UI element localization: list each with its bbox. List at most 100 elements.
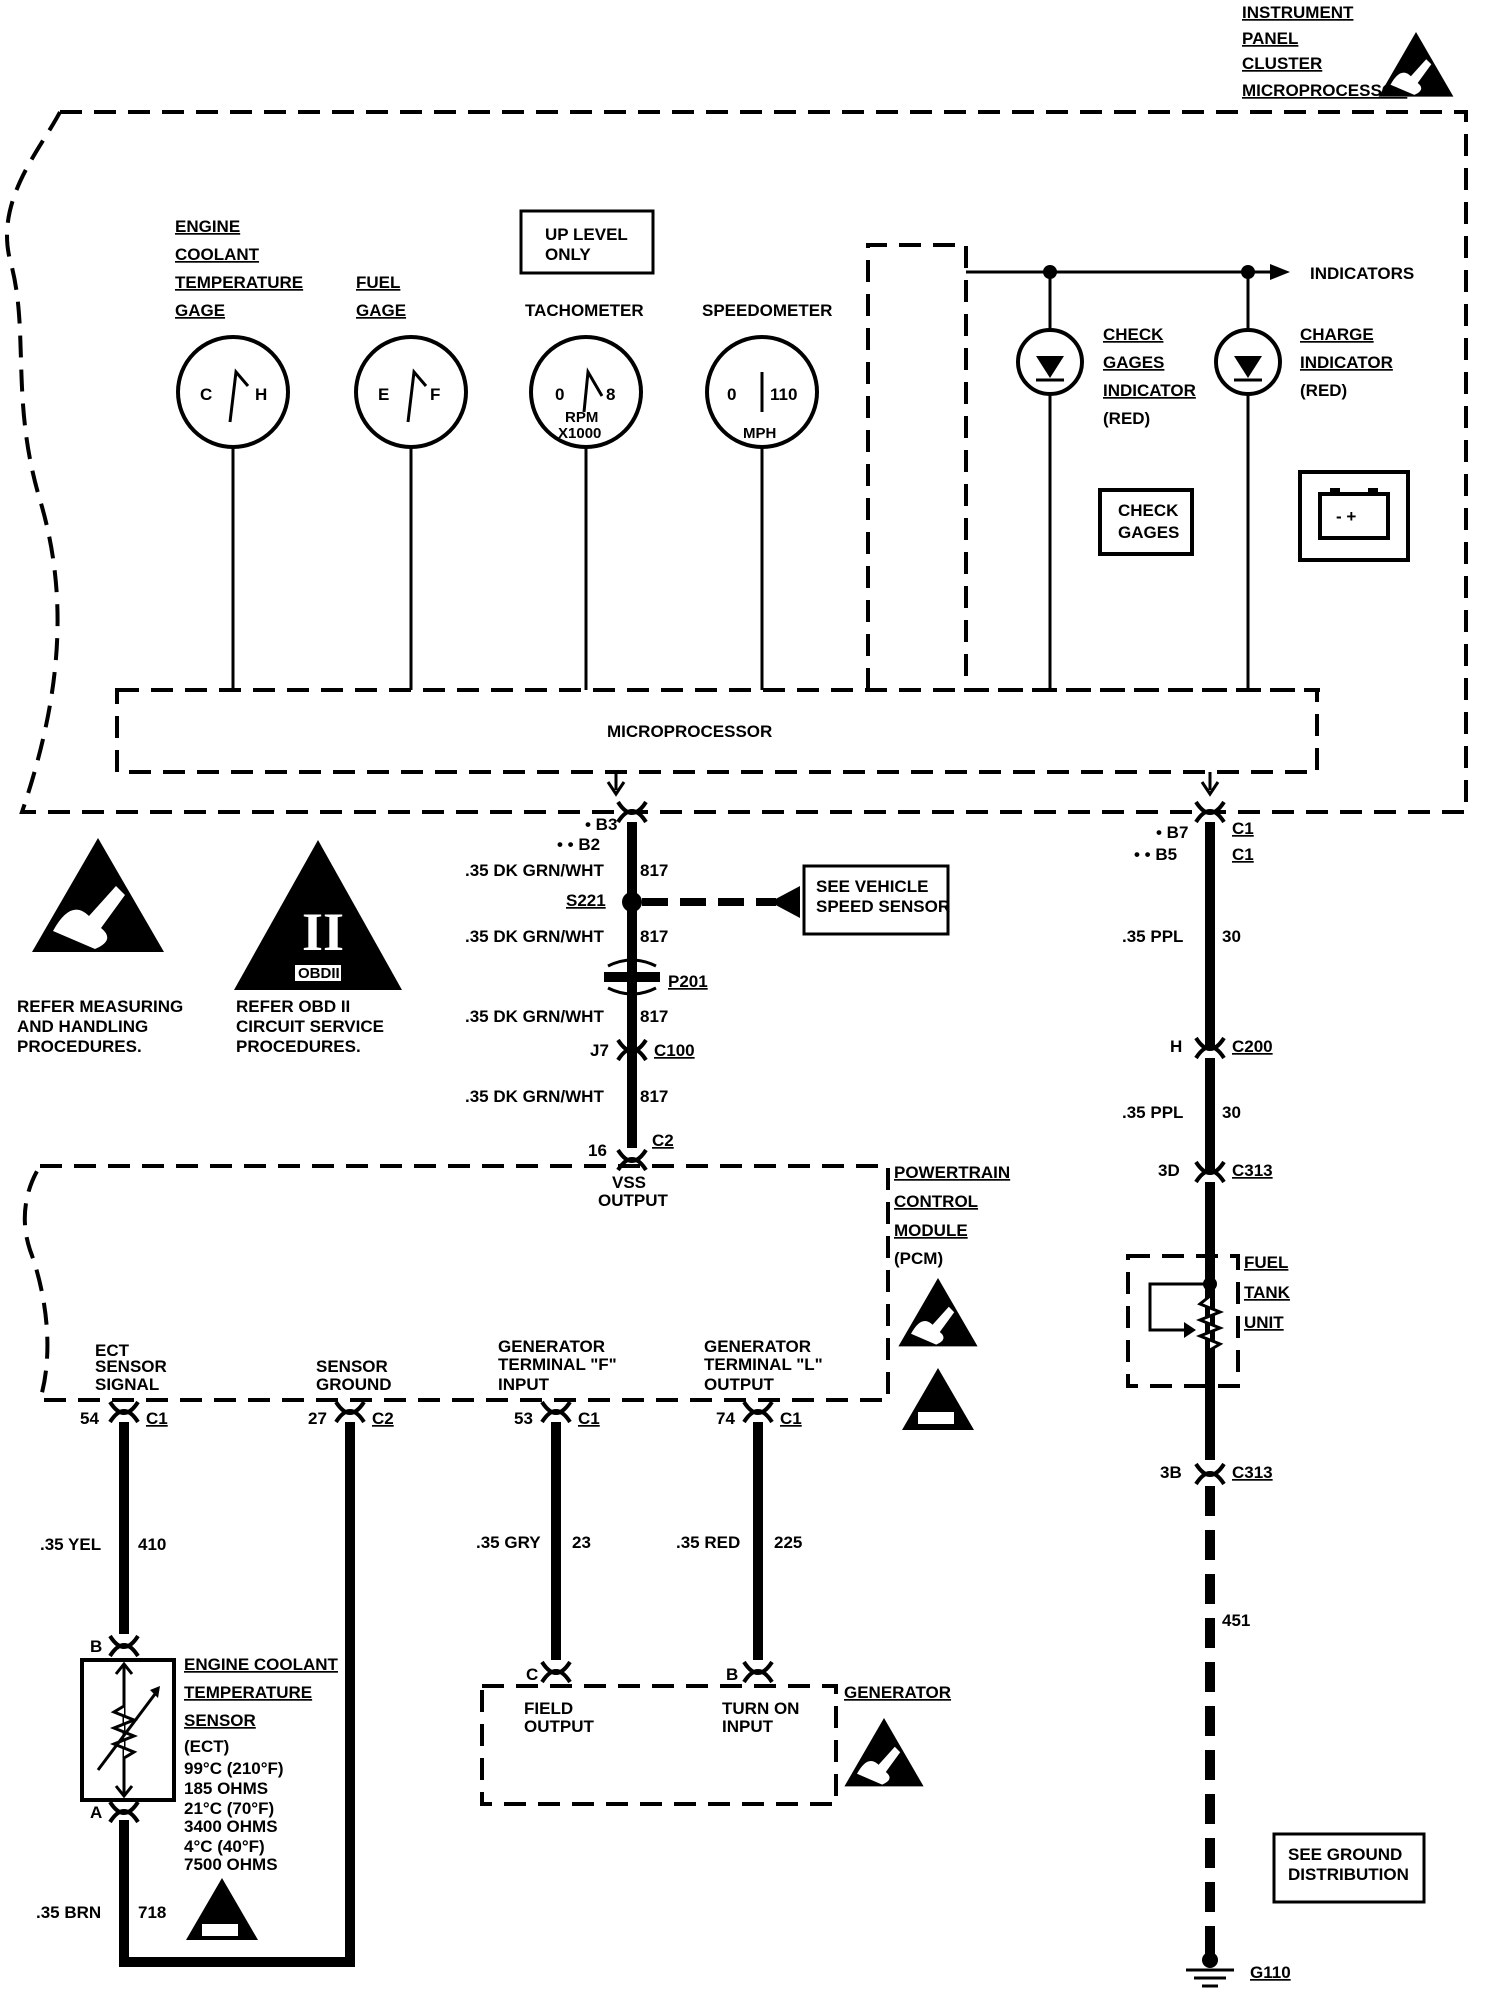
pcm-label: POWERTRAIN CONTROL MODULE (PCM) [894, 1163, 1010, 1430]
esd-warning-icon [1378, 32, 1454, 97]
svg-text:OUTPUT: OUTPUT [524, 1717, 595, 1736]
svg-text:CHECK: CHECK [1118, 501, 1179, 520]
microprocessor-box [115, 688, 1319, 774]
svg-text:S221: S221 [566, 891, 606, 910]
svg-text:54: 54 [80, 1409, 99, 1428]
svg-text:817: 817 [640, 927, 668, 946]
svg-text:(RED): (RED) [1103, 409, 1150, 428]
svg-text:RPM: RPM [565, 409, 598, 426]
svg-text:C100: C100 [654, 1041, 695, 1060]
check-gages-symbol: CHECK GAGES [1098, 488, 1194, 556]
svg-text:SENSOR: SENSOR [184, 1711, 256, 1730]
svg-text:F: F [430, 385, 440, 404]
gauge-fuel: FUEL GAGE E F [354, 273, 468, 690]
svg-text:SPEED SENSOR: SPEED SENSOR [816, 897, 950, 916]
svg-text:0: 0 [555, 385, 564, 404]
svg-text:.35 DK GRN/WHT: .35 DK GRN/WHT [465, 1007, 604, 1026]
svg-text:REFER OBD II: REFER OBD II [236, 997, 350, 1016]
pcm-esd-icon [898, 1278, 978, 1347]
svg-text:.35 PPL: .35 PPL [1122, 927, 1183, 946]
svg-text:GENERATOR: GENERATOR [844, 1683, 951, 1702]
svg-text:23: 23 [572, 1533, 591, 1552]
svg-text:C: C [526, 1665, 538, 1684]
svg-text:TEMPERATURE: TEMPERATURE [184, 1683, 312, 1702]
svg-text:TANK: TANK [1244, 1283, 1291, 1302]
svg-text:PROCEDURES.: PROCEDURES. [17, 1037, 142, 1056]
svg-text:410: 410 [138, 1535, 166, 1554]
svg-text:SIGNAL: SIGNAL [95, 1375, 159, 1394]
svg-text:C1: C1 [780, 1409, 802, 1428]
svg-text:MICROPROCESSOR: MICROPROCESSOR [1242, 81, 1407, 100]
svg-text:INDICATOR: INDICATOR [1103, 381, 1196, 400]
svg-text:SEE GROUND: SEE GROUND [1288, 1845, 1402, 1864]
svg-text:99°C (210°F): 99°C (210°F) [184, 1759, 284, 1778]
ect-sensor: B A ENGINE COOLANT TEMPERATURE SENSOR (E… [36, 1634, 339, 1962]
gauge-tachometer: TACHOMETER 0 8 RPM X1000 [525, 301, 644, 690]
svg-text:74: 74 [716, 1409, 735, 1428]
svg-text:.35 BRN: .35 BRN [36, 1903, 101, 1922]
svg-text:P201: P201 [668, 972, 708, 991]
svg-text:C313: C313 [1232, 1463, 1273, 1482]
svg-text:• B3: • B3 [585, 815, 617, 834]
svg-text:FUEL: FUEL [356, 273, 400, 292]
svg-text:C1: C1 [146, 1409, 168, 1428]
svg-text:.35 GRY: .35 GRY [476, 1533, 541, 1552]
svg-text:(RED): (RED) [1300, 381, 1347, 400]
pcm-terminal-gen-l: GENERATOR TERMINAL "L" OUTPUT 74 C1 .35 … [676, 1337, 823, 1660]
svg-text:SENSOR: SENSOR [95, 1357, 167, 1376]
svg-text:.35 RED: .35 RED [676, 1533, 740, 1552]
svg-text:UP LEVEL: UP LEVEL [545, 225, 628, 244]
gauge-coolant: ENGINE COOLANT TEMPERATURE GAGE C H [175, 217, 303, 690]
svg-text:REFER MEASURING: REFER MEASURING [17, 997, 183, 1016]
indicators-label: INDICATORS [1310, 264, 1414, 283]
svg-text:OBDII: OBDII [298, 965, 340, 982]
svg-text:SEE VEHICLE: SEE VEHICLE [816, 877, 928, 896]
svg-text:185 OHMS: 185 OHMS [184, 1779, 268, 1798]
svg-text:II: II [302, 902, 344, 962]
svg-text:110: 110 [770, 385, 797, 404]
check-gages-led: CHECK GAGES INDICATOR (RED) [1016, 272, 1196, 690]
charge-led: CHARGE INDICATOR (RED) [1214, 272, 1393, 690]
up-level-dashed-box [866, 243, 1320, 692]
svg-text:SPEEDOMETER: SPEEDOMETER [702, 301, 832, 320]
cluster-outline [5, 110, 1468, 814]
svg-text:GAGE: GAGE [356, 301, 406, 320]
svg-text:718: 718 [138, 1903, 166, 1922]
svg-text:• • B5: • • B5 [1134, 845, 1177, 864]
svg-text:ECT: ECT [95, 1341, 130, 1360]
svg-text:C2: C2 [652, 1131, 674, 1150]
obd-triangle-icon [234, 840, 402, 990]
svg-text:• • B2: • • B2 [557, 835, 600, 854]
svg-text:.35 DK GRN/WHT: .35 DK GRN/WHT [465, 927, 604, 946]
svg-text:.35 DK GRN/WHT: .35 DK GRN/WHT [465, 861, 604, 880]
svg-text:TERMINAL "L": TERMINAL "L" [704, 1355, 823, 1374]
svg-text:4°C (40°F): 4°C (40°F) [184, 1837, 265, 1856]
obd-warning: II OBDII REFER OBD II CIRCUIT SERVICE PR… [234, 840, 402, 1056]
svg-text:CLUSTER: CLUSTER [1242, 54, 1322, 73]
svg-text:0: 0 [727, 385, 736, 404]
svg-text:C200: C200 [1232, 1037, 1273, 1056]
svg-text:.35 DK GRN/WHT: .35 DK GRN/WHT [465, 1087, 604, 1106]
microprocessor-label: MICROPROCESSOR [607, 722, 772, 741]
svg-text:- +: - + [1336, 507, 1356, 526]
svg-text:POWERTRAIN: POWERTRAIN [894, 1163, 1010, 1182]
svg-text:DISTRIBUTION: DISTRIBUTION [1288, 1865, 1409, 1884]
svg-text:AND HANDLING: AND HANDLING [17, 1017, 148, 1036]
svg-text:INPUT: INPUT [498, 1375, 550, 1394]
svg-text:CHECK: CHECK [1103, 325, 1164, 344]
svg-text:PROCEDURES.: PROCEDURES. [236, 1037, 361, 1056]
svg-text:8: 8 [606, 385, 615, 404]
svg-text:C1: C1 [1232, 845, 1254, 864]
svg-text:.35 PPL: .35 PPL [1122, 1103, 1183, 1122]
gauge-speedometer: SPEEDOMETER 0 110 MPH [702, 301, 832, 690]
svg-text:H: H [1170, 1037, 1182, 1056]
generator: C B FIELD OUTPUT TURN ON INPUT GENERATOR [480, 1660, 951, 1806]
svg-text:451: 451 [1222, 1611, 1250, 1630]
svg-text:(ECT): (ECT) [184, 1737, 229, 1756]
svg-text:27: 27 [308, 1409, 327, 1428]
svg-text:ENGINE COOLANT: ENGINE COOLANT [184, 1655, 339, 1674]
svg-text:C1: C1 [1232, 819, 1254, 838]
svg-text:CONTROL: CONTROL [894, 1192, 978, 1211]
svg-text:J7: J7 [590, 1041, 609, 1060]
